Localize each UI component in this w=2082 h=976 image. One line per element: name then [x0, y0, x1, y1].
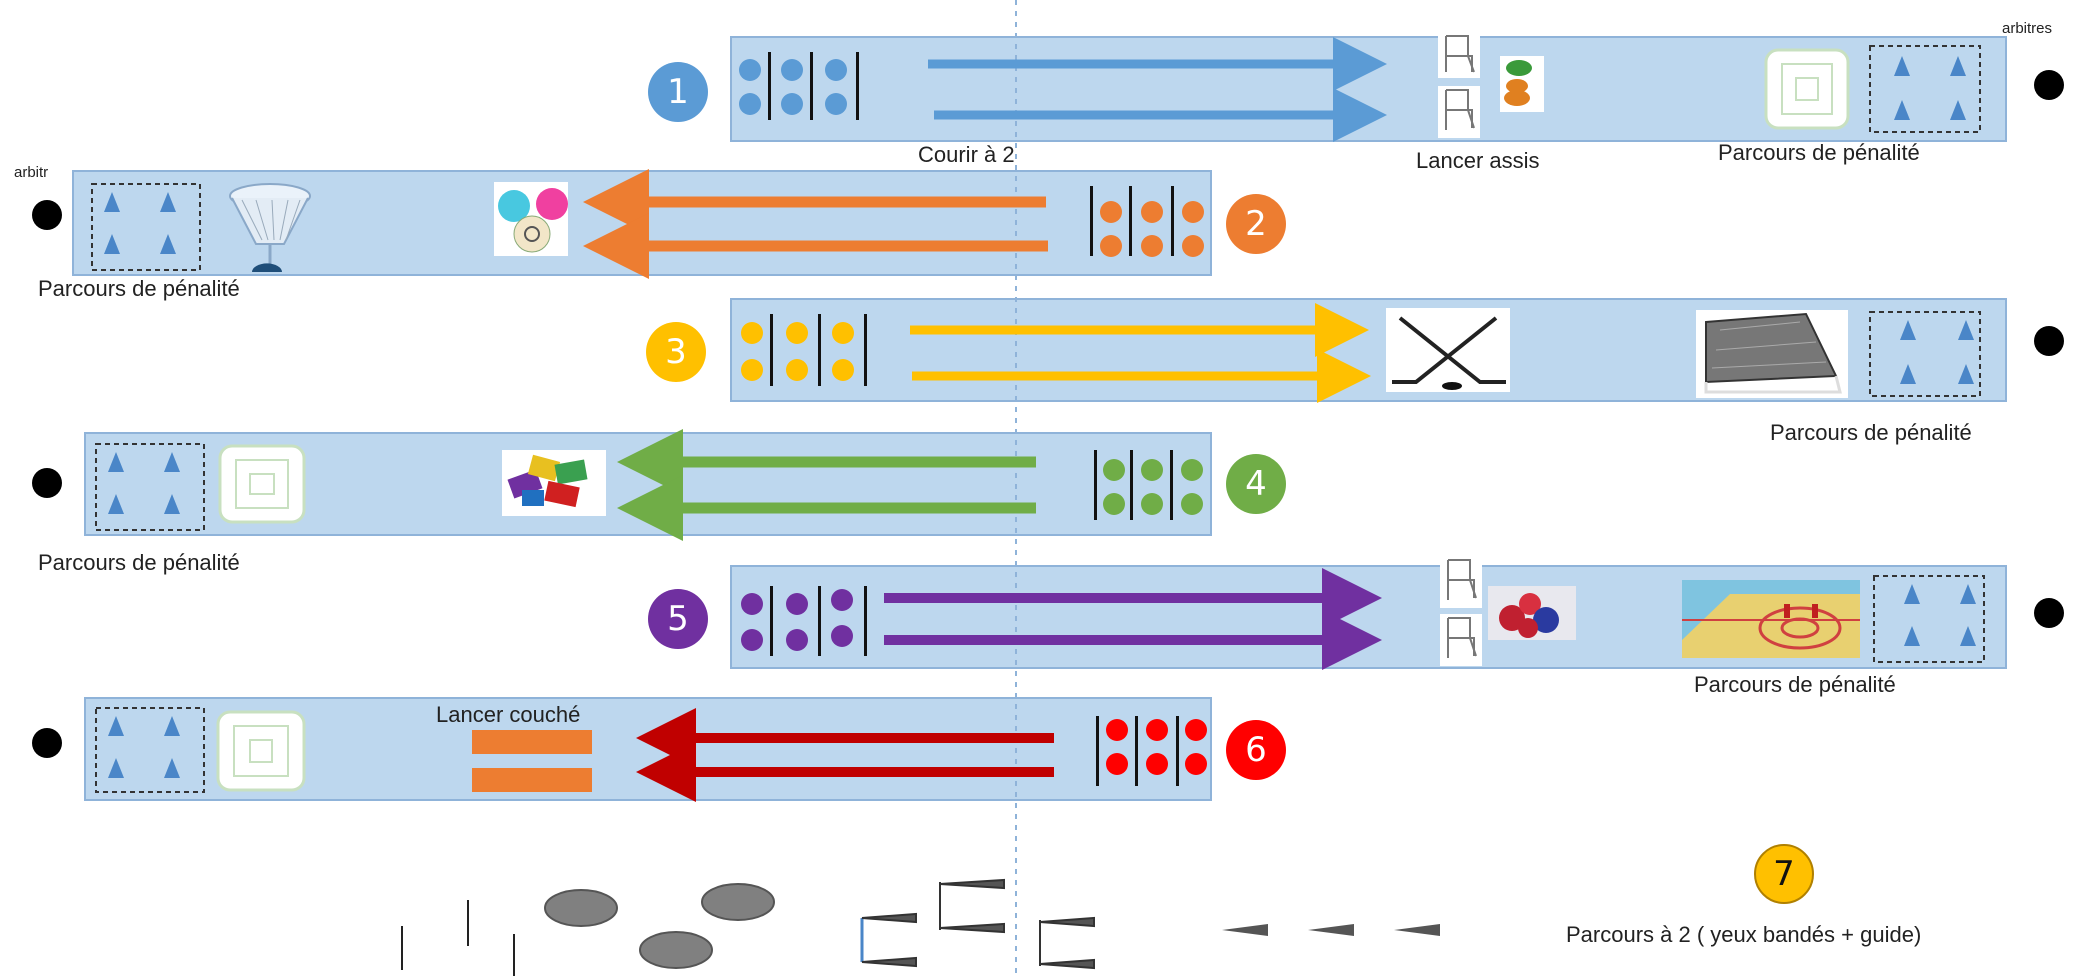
bocce-balls-icon: [1488, 586, 1576, 640]
label-lancer-assis: Lancer assis: [1416, 148, 1540, 173]
goal-net-icon: [1696, 310, 1848, 398]
floor-markers: [1222, 924, 1440, 936]
station-badge-6: 6: [1226, 720, 1286, 780]
cones-icon: [95, 443, 205, 531]
referees-label: arbitres: [2002, 20, 2053, 37]
cones-icon: [1869, 45, 1981, 133]
referee-dot: [32, 468, 62, 498]
balls-icon: [1500, 56, 1544, 112]
team-dots-4: [1094, 450, 1203, 520]
obstacle-course: [401, 900, 515, 976]
station-badge-7: 7: [1754, 844, 1814, 904]
chair-icon: [1438, 32, 1480, 138]
referee-dot: [32, 728, 62, 758]
referee-dot: [2034, 598, 2064, 628]
team-dots-5: [741, 586, 867, 656]
cones-icon: [1869, 311, 1981, 397]
team-dots-2: [1090, 186, 1204, 257]
target-icon: [218, 444, 306, 524]
beanbags-icon: [502, 450, 606, 516]
cones-icon: [1873, 575, 1985, 663]
hurdles: [860, 878, 1095, 970]
station-badge-1: 1: [648, 62, 708, 122]
referees-label: arbitr: [14, 164, 49, 181]
basket-net-icon: [229, 183, 311, 272]
mats-icon: [472, 730, 592, 792]
hockey-sticks-icon: [1386, 308, 1510, 392]
referee-dot: [2034, 326, 2064, 356]
label-station-7: Parcours à 2 ( yeux bandés + guide): [1566, 922, 1922, 947]
team-dots-3: [741, 314, 867, 386]
cones-icon: [91, 183, 201, 271]
station-badge-5: 5: [648, 589, 708, 649]
label-penalite: Parcours de pénalité: [1770, 420, 1972, 445]
station-badge-2: 2: [1226, 194, 1286, 254]
cones-icon: [95, 707, 205, 793]
stepping-stones: [544, 883, 775, 969]
station-badge-4: 4: [1226, 454, 1286, 514]
referee-dot: [32, 200, 62, 230]
team-dots-6: [1096, 716, 1207, 786]
target-icon: [216, 710, 306, 792]
referee-dot: [2034, 70, 2064, 100]
label-penalite: Parcours de pénalité: [1694, 672, 1896, 697]
label-penalite: Parcours de pénalité: [1718, 140, 1920, 165]
team-dots-1: [739, 52, 859, 120]
label-penalite: Parcours de pénalité: [38, 276, 240, 301]
target-icon: [1764, 48, 1850, 130]
station-badge-3: 3: [646, 322, 706, 382]
softballs-icon: [494, 182, 568, 256]
label-lancer-couche: Lancer couché: [436, 702, 581, 727]
chair-icon: [1440, 556, 1482, 666]
label-penalite: Parcours de pénalité: [38, 550, 240, 575]
court-floor-icon: [1682, 580, 1860, 658]
label-courir: Courir à 2: [918, 142, 1015, 167]
